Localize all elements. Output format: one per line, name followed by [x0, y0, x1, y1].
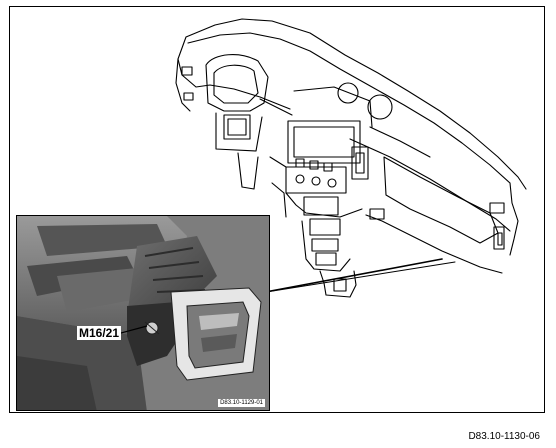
callout-label-m16-21: M16/21 [77, 326, 122, 340]
component-photo-inset: M16/21 D83.10-1129-01 [16, 215, 270, 411]
figure-frame: M16/21 D83.10-1129-01 [9, 6, 545, 413]
inset-reference-code: D83.10-1129-01 [218, 399, 265, 407]
figure-reference-code: D83.10-1130-06 [468, 431, 540, 442]
heater-duct-photo [17, 216, 269, 410]
dashboard-drawing [175, 18, 527, 298]
